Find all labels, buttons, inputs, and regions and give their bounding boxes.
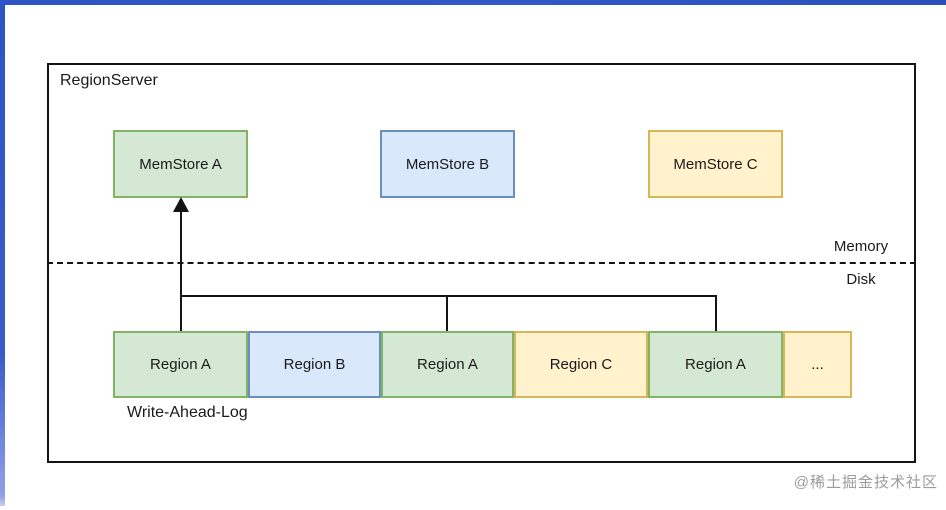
bus-to-region5-connector-line	[715, 295, 717, 332]
wal-bus-connector-line	[180, 295, 717, 297]
wal-entry-label: Region A	[417, 356, 478, 373]
memstore-c-label: MemStore C	[673, 155, 758, 173]
frame-top-edge	[0, 0, 946, 5]
wal-entry-label: Region A	[685, 356, 746, 373]
wal-entry-region-a-2: Region A	[381, 331, 514, 398]
regionserver-label: RegionServer	[60, 72, 158, 89]
memstore-a-box: MemStore A	[113, 130, 248, 198]
wal-entry-region-a-3: Region A	[648, 331, 783, 398]
memstore-b-box: MemStore B	[380, 130, 515, 198]
memory-zone-label: Memory	[833, 238, 889, 255]
wal-entry-label: Region B	[283, 356, 346, 373]
frame-left-edge	[0, 0, 5, 506]
memstore-b-label: MemStore B	[405, 155, 490, 173]
wal-entry-label: Region A	[150, 356, 211, 373]
wal-entry-row: Region A Region B Region A Region C Regi…	[113, 331, 852, 398]
write-ahead-log-label: Write-Ahead-Log	[127, 404, 248, 421]
wal-entry-label: ...	[811, 356, 824, 373]
wal-entry-region-a-1: Region A	[113, 331, 248, 398]
memstore-c-box: MemStore C	[648, 130, 783, 198]
bus-to-region3-connector-line	[446, 295, 448, 332]
wal-entry-label: Region C	[549, 356, 613, 373]
disk-zone-label: Disk	[846, 271, 876, 288]
wal-entry-region-c: Region C	[514, 331, 648, 398]
memory-disk-divider-line	[47, 262, 916, 264]
wal-entry-ellipsis: ...	[783, 331, 852, 398]
watermark-text: @稀土掘金技术社区	[793, 474, 938, 491]
memstore-a-label: MemStore A	[139, 155, 222, 173]
wal-entry-region-b: Region B	[248, 331, 381, 398]
arrow-up-icon	[173, 197, 189, 212]
wal-to-memstore-connector-line	[180, 209, 182, 332]
